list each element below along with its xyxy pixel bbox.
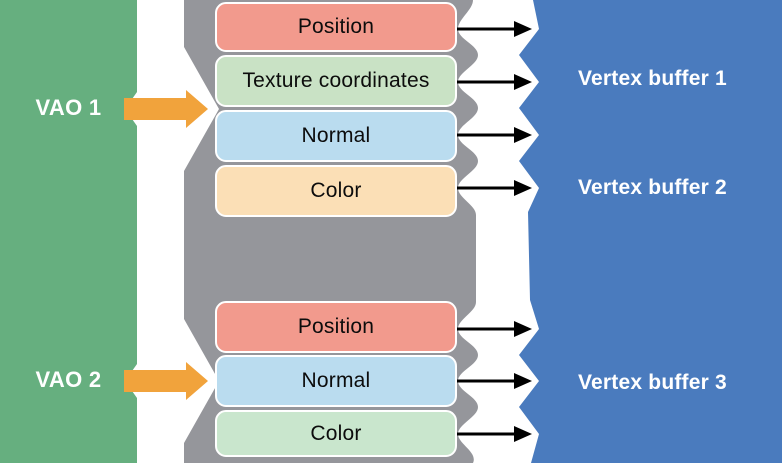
attribute-label: Normal [301, 369, 371, 392]
attribute-label: Position [297, 315, 375, 338]
attribute-box-position-1: Position [215, 2, 457, 52]
link-arrow-icon [456, 74, 532, 90]
link-arrow-icon [456, 127, 532, 143]
vao2-label: VAO 2 [35, 367, 102, 392]
link-arrow-icon [456, 426, 532, 442]
attribute-box-position-2: Position [215, 301, 457, 353]
attribute-box-normal-1: Normal [215, 110, 457, 162]
attribute-label: Position [297, 15, 375, 38]
vertex-buffer-3-label: Vertex buffer 3 [578, 371, 727, 394]
link-arrow-icon [456, 321, 532, 337]
attribute-box-color-1: Color [215, 165, 457, 217]
attribute-label: Texture coordinates [242, 69, 430, 92]
vao2-arrow-icon [124, 362, 208, 400]
link-arrow-icon [456, 21, 532, 37]
attribute-box-normal-2: Normal [215, 355, 457, 407]
attribute-box-color-2: Color [215, 410, 457, 457]
vao1-arrow-icon [124, 90, 208, 128]
attribute-label: Color [310, 421, 362, 445]
link-arrow-icon [456, 373, 532, 389]
vertex-buffer-1-label: Vertex buffer 1 [578, 67, 727, 90]
link-arrow-icon [456, 180, 532, 196]
attribute-box-texcoords-1: Texture coordinates [215, 55, 457, 107]
attribute-label: Color [310, 179, 362, 202]
buffer-panel [519, 0, 782, 463]
attribute-label: Normal [301, 124, 371, 147]
vao1-label: VAO 1 [35, 95, 102, 120]
vao-panel [0, 0, 137, 463]
vertex-buffer-2-label: Vertex buffer 2 [578, 176, 727, 199]
